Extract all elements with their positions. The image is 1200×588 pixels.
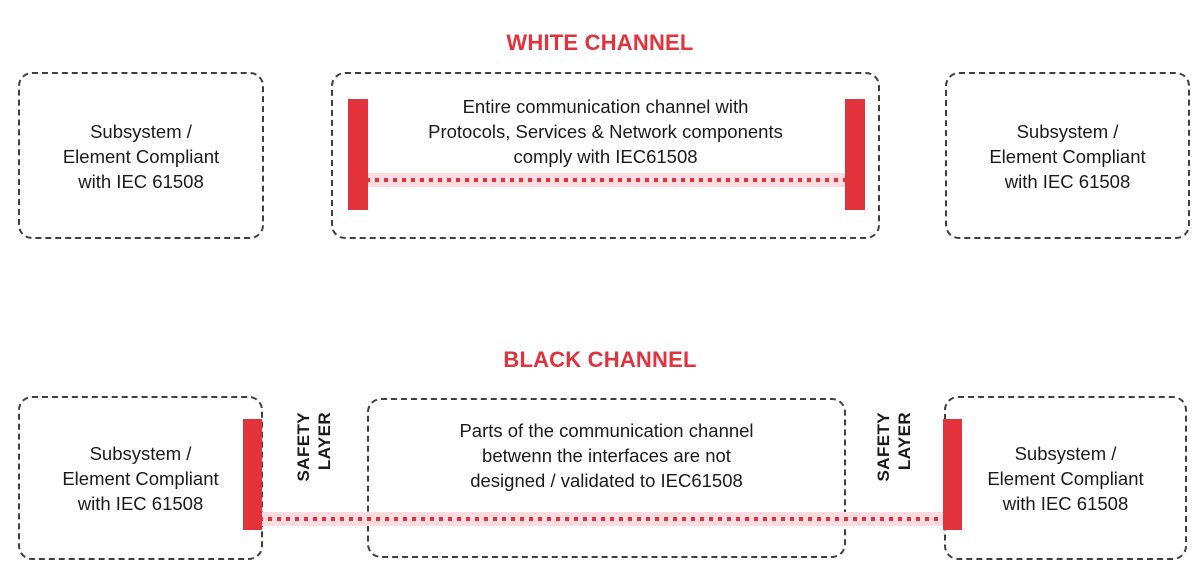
white-left-subsystem-box: Subsystem / Element Compliant with IEC 6… [18,72,264,239]
safety-layer-label-right: SAFETY LAYER [866,412,922,512]
black-center-channel-label: Parts of the communication channel betwe… [459,420,754,491]
black-right-subsystem-box: Subsystem / Element Compliant with IEC 6… [944,396,1187,560]
black-left-subsystem-label: Subsystem / Element Compliant with IEC 6… [62,443,219,514]
white-communication-line [366,173,846,187]
black-right-subsystem-label: Subsystem / Element Compliant with IEC 6… [987,443,1144,514]
white-left-subsystem-label: Subsystem / Element Compliant with IEC 6… [62,121,220,192]
black-center-channel-box: Parts of the communication channel betwe… [367,398,846,558]
black-right-interface-bar [943,419,962,530]
white-right-subsystem-box: Subsystem / Element Compliant with IEC 6… [945,72,1190,239]
safety-layer-right-word-safety: SAFETY [874,412,893,482]
black-left-interface-bar [243,419,262,530]
black-channel-title: BLACK CHANNEL [503,347,697,372]
black-communication-line [259,512,949,526]
white-center-channel-box: Entire communication channel with Protoc… [331,72,880,239]
safety-layer-right-word-layer: LAYER [895,412,914,471]
white-right-subsystem-label: Subsystem / Element Compliant with IEC 6… [989,121,1146,192]
safety-layer-label-left: SAFETY LAYER [286,412,342,512]
white-center-channel-label: Entire communication channel with Protoc… [428,96,783,167]
white-left-interface-bar [348,99,368,210]
black-left-subsystem-box: Subsystem / Element Compliant with IEC 6… [18,396,263,560]
white-channel-title: WHITE CHANNEL [506,30,694,55]
white-right-interface-bar [845,99,865,210]
safety-layer-left-word-layer: LAYER [315,412,334,471]
safety-layer-left-word-safety: SAFETY [294,412,313,482]
